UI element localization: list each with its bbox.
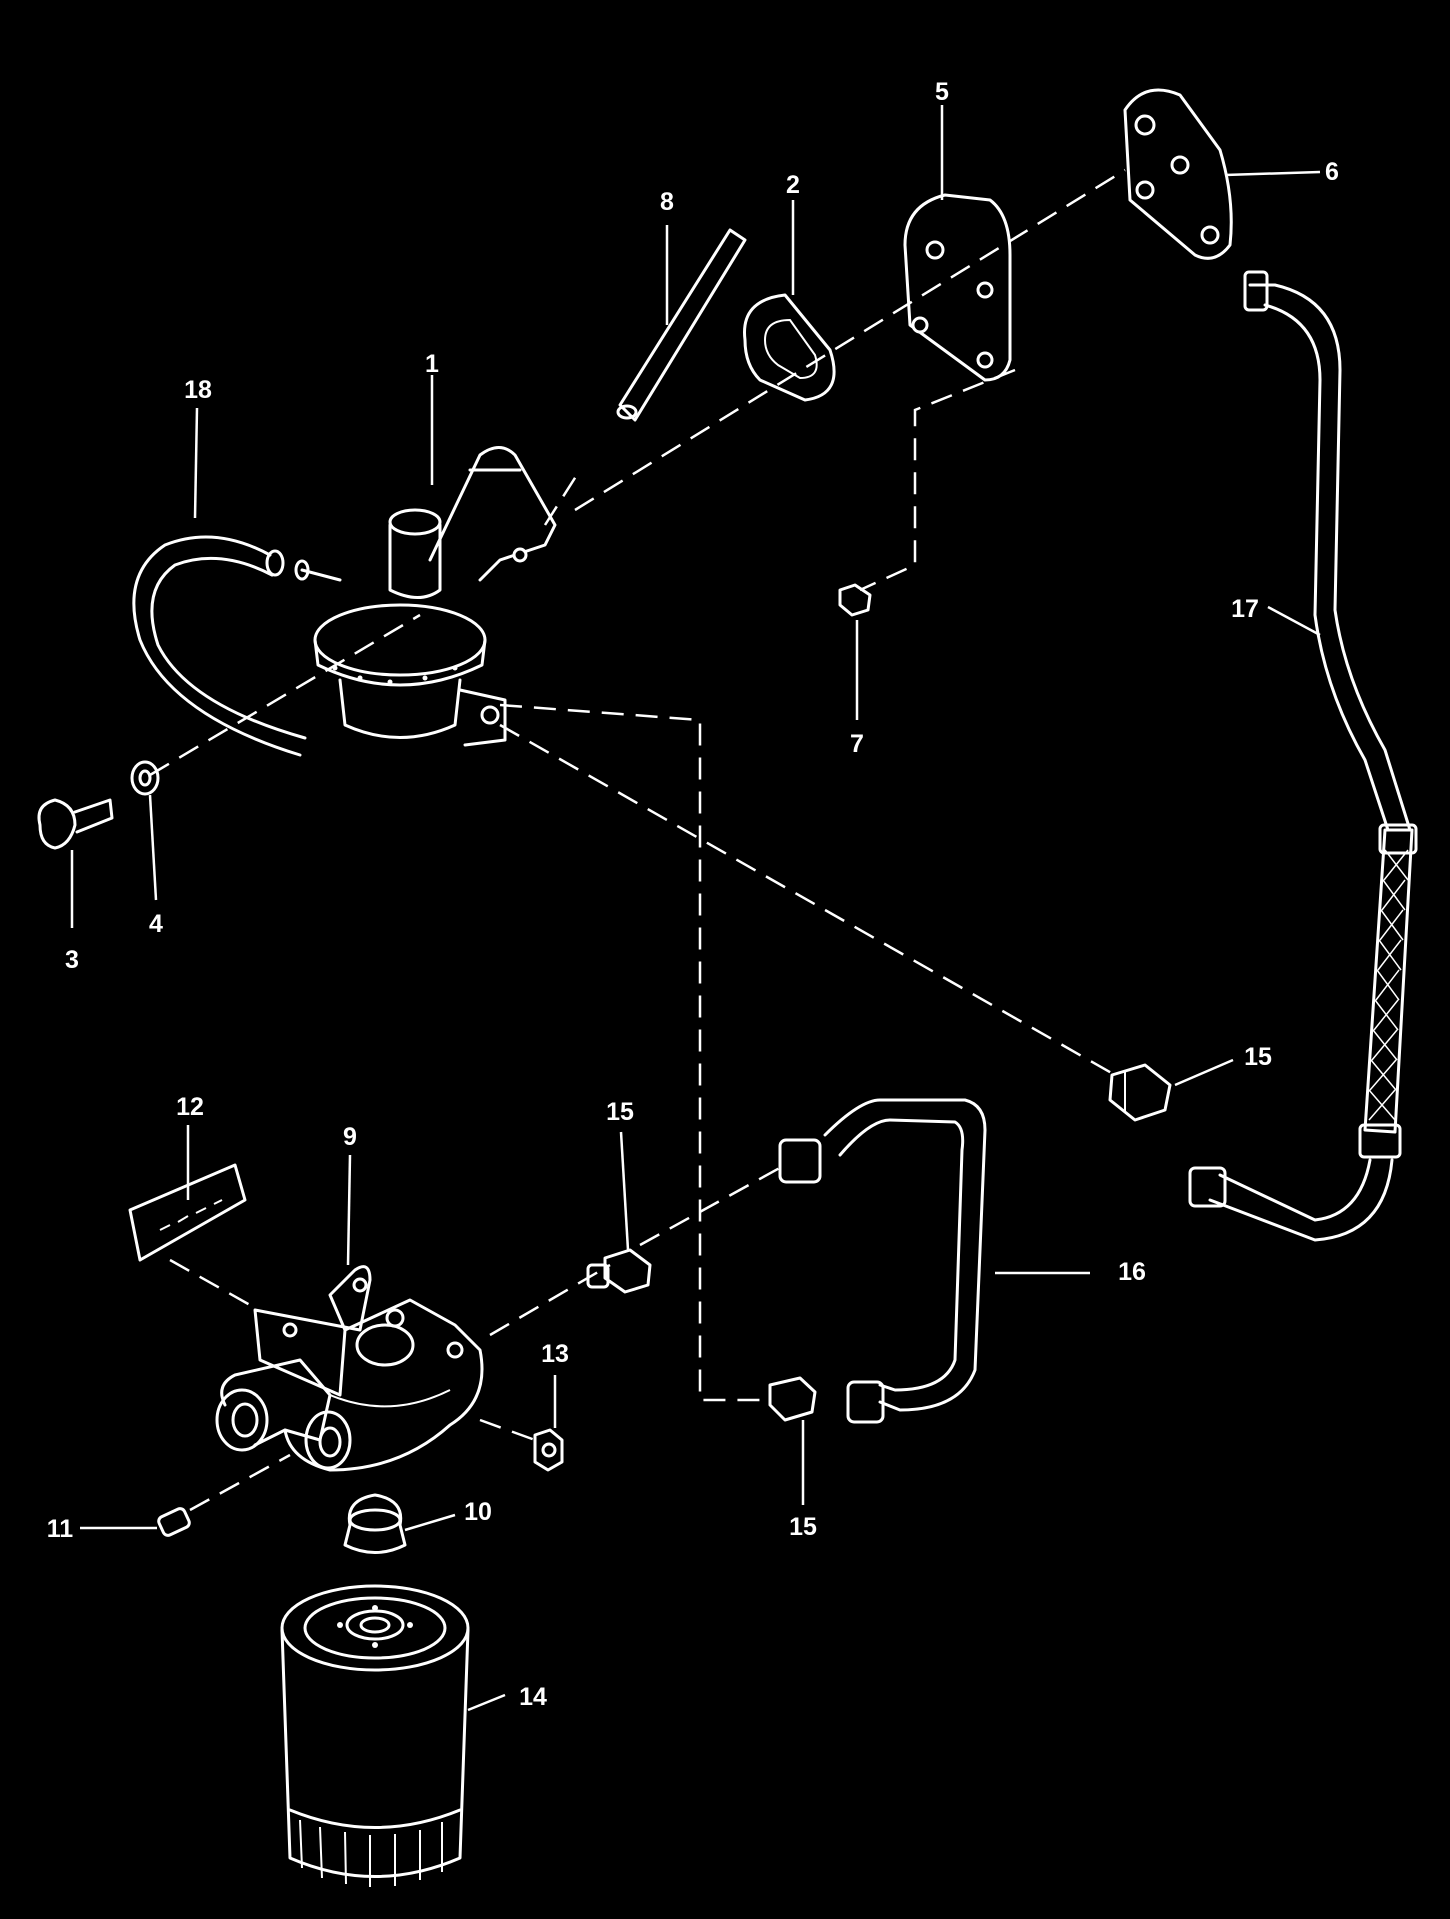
fuel-line xyxy=(1188,270,1418,1242)
callout-9: 9 xyxy=(343,1123,357,1151)
callout-5: 5 xyxy=(935,78,949,106)
gasket xyxy=(743,293,836,402)
callout-11: 11 xyxy=(47,1515,74,1543)
set-screw xyxy=(157,1507,191,1537)
tube xyxy=(616,228,747,422)
callout-7: 7 xyxy=(850,730,864,758)
fuel-pump xyxy=(294,446,557,747)
mounting-plate xyxy=(903,193,1012,382)
callout-1: 1 xyxy=(425,350,439,378)
assembly-dashed-lines xyxy=(149,168,1126,1512)
callout-3: 3 xyxy=(65,946,79,974)
fitting-middle xyxy=(586,1248,652,1294)
nut xyxy=(533,1428,564,1472)
callout-18: 18 xyxy=(184,376,212,404)
callout-14: 14 xyxy=(519,1683,547,1711)
filter-head xyxy=(215,1265,484,1472)
callout-labels: 1 2 3 4 5 6 7 8 9 10 11 12 13 14 15 15 1… xyxy=(47,78,1339,1711)
vent-hose xyxy=(132,535,307,757)
fitting-lower xyxy=(768,1376,817,1422)
callout-15-middle: 15 xyxy=(606,1098,634,1126)
bolt xyxy=(37,798,114,850)
adapter-nipple xyxy=(343,1493,407,1554)
callout-6: 6 xyxy=(1325,158,1339,186)
washer xyxy=(130,760,160,796)
decal xyxy=(128,1163,247,1262)
callout-12: 12 xyxy=(176,1093,204,1121)
callout-15-upper: 15 xyxy=(1244,1043,1272,1071)
callout-10: 10 xyxy=(464,1498,492,1526)
callout-4: 4 xyxy=(149,910,163,938)
fitting-upper-right xyxy=(1108,1063,1172,1122)
callout-16: 16 xyxy=(1118,1258,1146,1286)
callout-2: 2 xyxy=(786,171,800,199)
callout-17: 17 xyxy=(1231,595,1259,623)
callout-15-lower: 15 xyxy=(789,1513,817,1541)
cover-plate xyxy=(1123,88,1233,260)
fuel-pipe xyxy=(778,1098,987,1424)
callout-8: 8 xyxy=(660,188,674,216)
leader-lines xyxy=(70,105,1321,1712)
callout-13: 13 xyxy=(541,1340,569,1368)
plug xyxy=(838,583,872,617)
filter-element xyxy=(280,1584,470,1887)
